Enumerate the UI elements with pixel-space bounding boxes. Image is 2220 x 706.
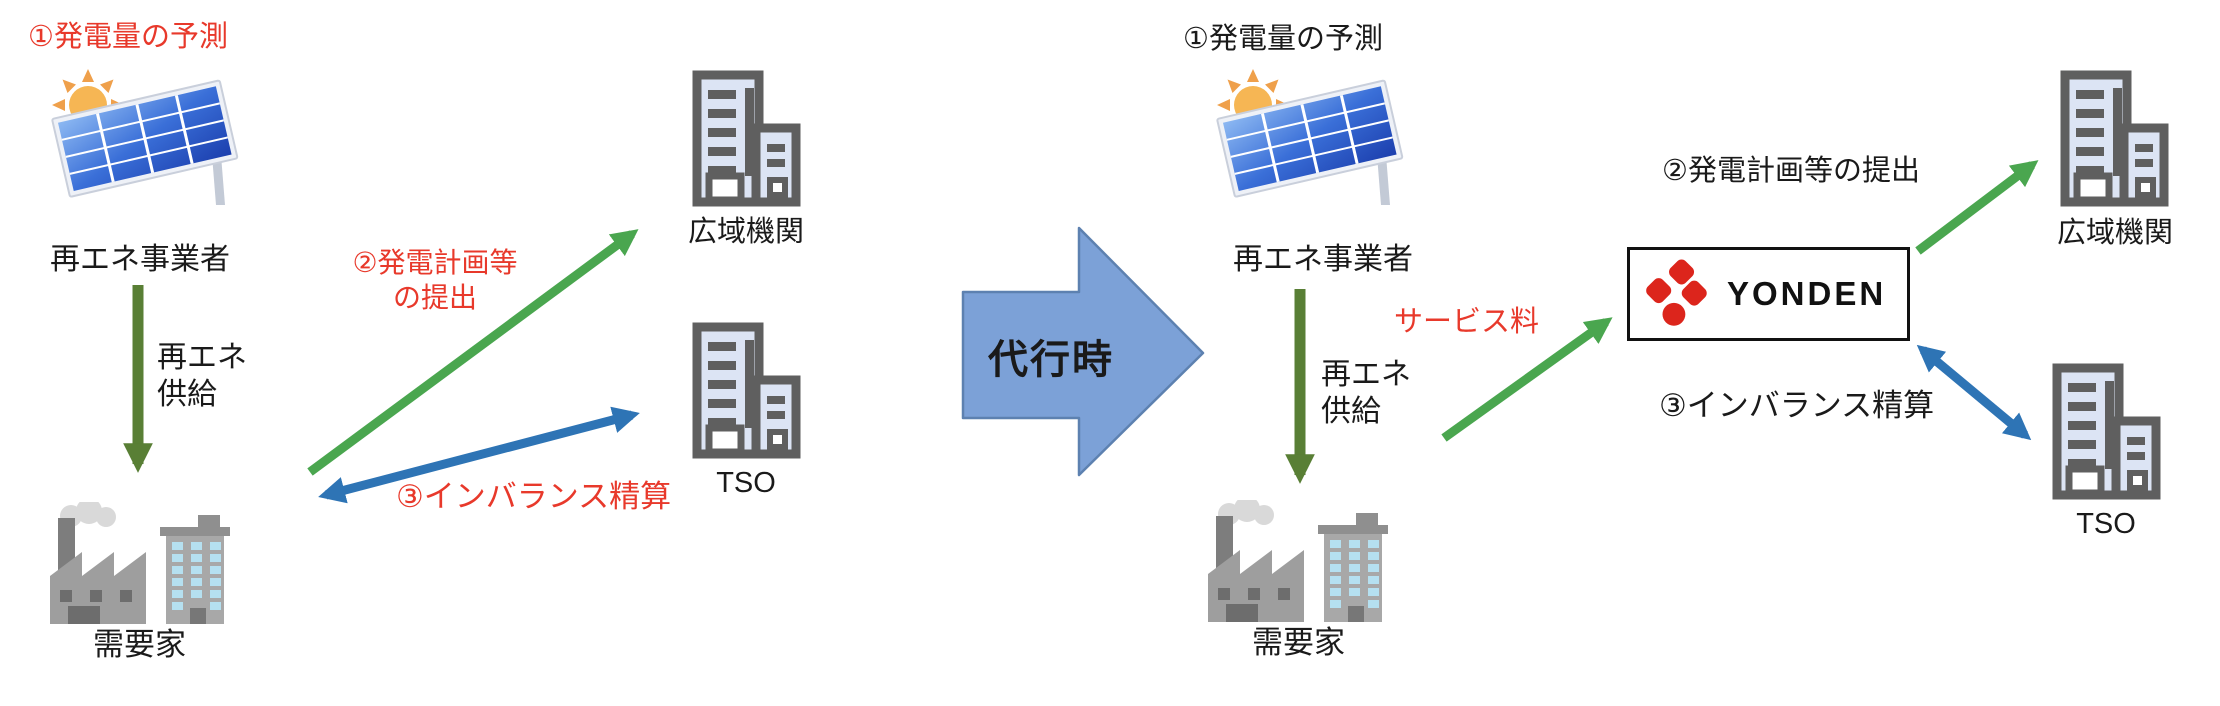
- building-icon: [692, 322, 801, 459]
- right-supply-arrow: [1285, 289, 1315, 484]
- left-okio-label: 広域機関: [687, 216, 804, 248]
- solar-panel-icon: [51, 69, 239, 205]
- right-consumer-label: 需要家: [1252, 625, 1345, 660]
- right-supply-line1: 再エネ: [1321, 358, 1411, 391]
- left-step2-line2: の提出: [392, 282, 477, 313]
- left-imbalance-arrow: [318, 406, 640, 504]
- right-producer-label: 再エネ事業者: [1233, 243, 1413, 276]
- factory-icon: [1208, 500, 1388, 622]
- right-supply-line2: 供給: [1321, 395, 1381, 428]
- left-supply-arrow: [123, 285, 153, 473]
- factory-icon: [50, 502, 230, 624]
- office-building-icon: [160, 515, 230, 624]
- left-supply-label: 再エネ 供給: [157, 339, 247, 413]
- building-icon: [692, 70, 801, 207]
- right-tso-label: TSO: [2076, 508, 2136, 540]
- right-imbalance-arrow: [1916, 344, 2032, 441]
- right-plan-arrow: [1915, 160, 2039, 255]
- building-icon: [2052, 363, 2161, 500]
- left-step3-label: ③インバランス精算: [396, 479, 672, 514]
- right-service-fee-arrow: [1441, 317, 1613, 442]
- right-okio-label: 広域機関: [2056, 217, 2173, 249]
- office-building-icon: [1318, 513, 1388, 622]
- transition-arrow-icon: [961, 226, 1205, 477]
- right-step3-label: ③インバランス精算: [1659, 388, 1935, 423]
- yonden-logo: YONDEN: [1627, 247, 1910, 341]
- left-producer-label: 再エネ事業者: [50, 243, 230, 276]
- right-step1-label: ①発電量の予測: [1183, 23, 1383, 55]
- left-consumer-label: 需要家: [93, 627, 186, 662]
- left-step2-label: ②発電計画等 の提出: [327, 245, 543, 315]
- left-step2-line1: ②発電計画等: [352, 247, 518, 278]
- right-supply-label: 再エネ 供給: [1321, 356, 1411, 430]
- yonden-logo-icon: [1646, 259, 1707, 326]
- transition-arrow-label: 代行時: [988, 338, 1114, 382]
- left-supply-line2: 供給: [157, 378, 217, 411]
- left-supply-line1: 再エネ: [157, 341, 247, 374]
- right-step2-label: ②発電計画等の提出: [1662, 155, 1920, 187]
- left-step1-label: ①発電量の予測: [28, 21, 228, 53]
- left-tso-label: TSO: [716, 467, 776, 499]
- yonden-logo-text: YONDEN: [1727, 275, 1887, 312]
- solar-panel-icon: [1216, 69, 1404, 205]
- right-service-fee-label: サービス料: [1394, 306, 1540, 338]
- building-icon: [2060, 70, 2169, 207]
